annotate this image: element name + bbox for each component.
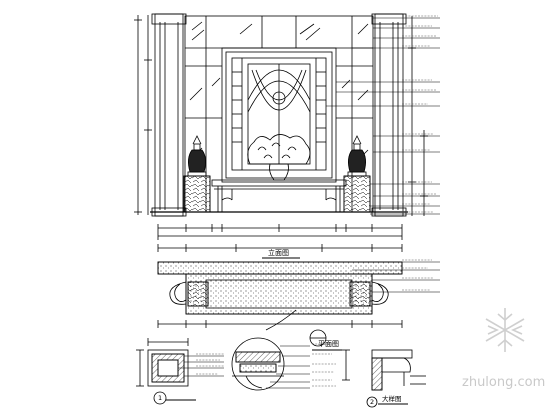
snowflake-logo-icon [485, 308, 525, 352]
detail-b-marker: 2 [370, 398, 374, 406]
cornice-detail [342, 349, 426, 408]
circular-detail [231, 337, 336, 391]
watermark-text: zhulong.com [462, 375, 545, 390]
detail-b-title: 大样图 [382, 394, 402, 403]
plan-view [157, 244, 440, 351]
column-section-label: 1 [158, 394, 162, 402]
elevation-title: 立面图 [268, 248, 289, 257]
elevation-view [134, 13, 440, 259]
column-section-detail [136, 338, 224, 405]
